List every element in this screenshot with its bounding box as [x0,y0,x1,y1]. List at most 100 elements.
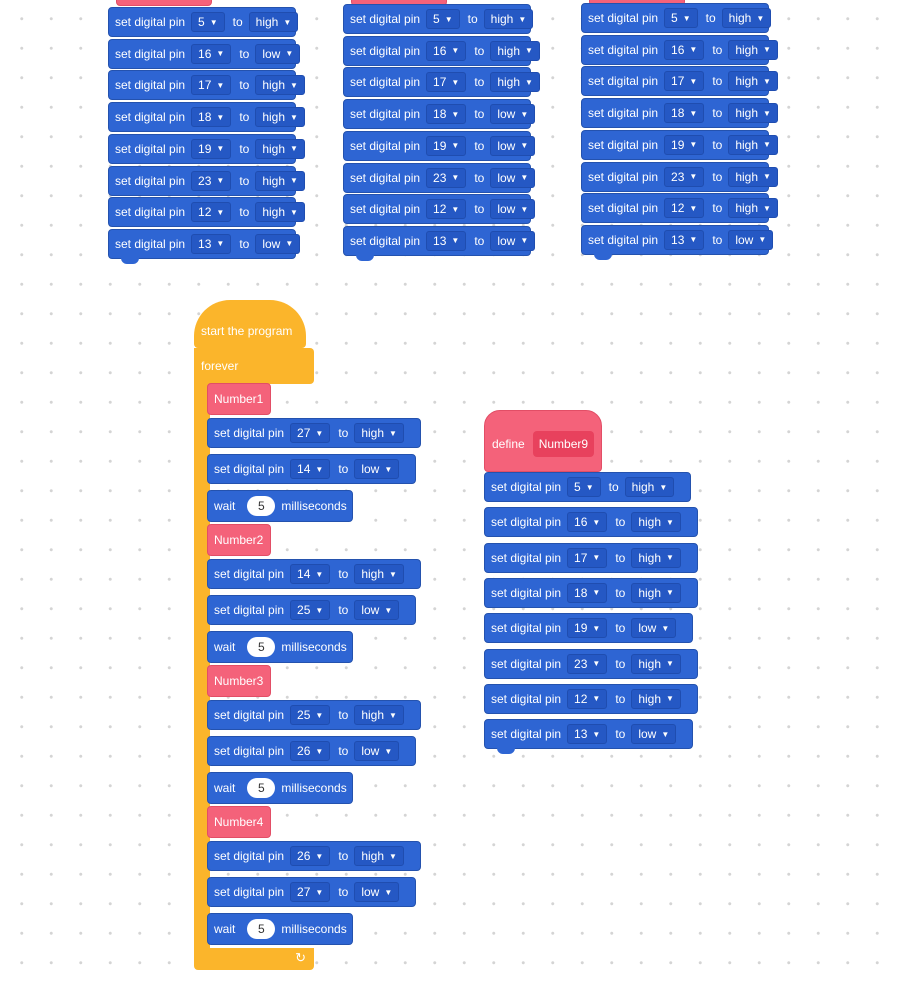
level-dropdown[interactable]: high▼ [631,512,681,533]
level-dropdown[interactable]: high▼ [728,71,778,92]
pin-dropdown[interactable]: 12▼ [567,688,608,709]
procedure-call-block[interactable]: Number3 [207,665,271,697]
pin-dropdown[interactable]: 19▼ [567,618,608,639]
pin-dropdown[interactable]: 16▼ [426,40,467,61]
define-name-field[interactable]: Number9 [532,431,595,457]
pin-dropdown[interactable]: 17▼ [664,71,705,92]
pin-dropdown[interactable]: 17▼ [567,547,608,568]
level-dropdown[interactable]: high▼ [728,166,778,187]
start-program-hat-block[interactable]: start the program [194,300,306,348]
wait-duration-input[interactable]: 5 [247,637,276,657]
level-dropdown[interactable]: high▼ [255,170,305,191]
procedure-call-block[interactable]: Number4 [207,806,271,838]
level-dropdown[interactable]: low▼ [354,741,400,761]
level-dropdown[interactable]: high▼ [728,198,778,219]
level-dropdown[interactable]: high▼ [354,564,404,584]
level-dropdown[interactable]: low▼ [490,230,536,251]
pin-dropdown[interactable]: 18▼ [567,582,608,603]
level-dropdown[interactable]: high▼ [354,705,404,725]
pin-dropdown[interactable]: 16▼ [191,43,232,64]
pin-dropdown[interactable]: 13▼ [426,230,467,251]
wait-duration-input[interactable]: 5 [247,496,276,516]
pin-dropdown[interactable]: 23▼ [664,166,705,187]
procedure-call-block[interactable]: Number1 [207,383,271,415]
level-dropdown[interactable]: high▼ [624,477,675,497]
pin-dropdown[interactable]: 26▼ [290,741,331,761]
pin-dropdown[interactable]: 18▼ [664,103,705,124]
pin-dropdown[interactable]: 12▼ [426,199,467,220]
level-dropdown[interactable]: low▼ [490,167,536,188]
pin-dropdown[interactable]: 17▼ [191,75,232,96]
level-dropdown[interactable]: low▼ [354,882,400,902]
wait-duration-input[interactable]: 5 [247,919,276,939]
level-dropdown[interactable]: high▼ [255,107,305,128]
pin-dropdown[interactable]: 12▼ [191,202,232,223]
level-dropdown[interactable]: high▼ [255,138,305,159]
pin-dropdown[interactable]: 5▼ [567,477,601,497]
pin-dropdown[interactable]: 19▼ [664,134,705,155]
procedure-call-block[interactable]: Number2 [207,524,271,556]
level-dropdown[interactable]: high▼ [631,688,681,709]
level-dropdown[interactable]: high▼ [354,846,404,866]
pin-dropdown[interactable]: 5▼ [191,12,225,32]
pin-dropdown[interactable]: 13▼ [567,724,608,745]
level-dropdown[interactable]: low▼ [490,199,536,220]
level-dropdown[interactable]: high▼ [248,12,299,32]
pin-dropdown[interactable]: 14▼ [290,459,331,479]
level-dropdown[interactable]: high▼ [490,72,540,93]
pin-dropdown[interactable]: 16▼ [664,39,705,60]
level-dropdown[interactable]: low▼ [354,600,400,620]
pin-dropdown[interactable]: 25▼ [290,600,331,620]
pin-dropdown[interactable]: 27▼ [290,423,331,443]
pin-dropdown[interactable]: 12▼ [664,198,705,219]
pin-dropdown[interactable]: 16▼ [567,512,608,533]
forever-loop-block[interactable] [194,348,210,970]
level-dropdown[interactable]: high▼ [255,75,305,96]
pin-dropdown[interactable]: 14▼ [290,564,331,584]
pin-dropdown[interactable]: 17▼ [426,72,467,93]
pin-dropdown[interactable]: 26▼ [290,846,331,866]
level-dropdown[interactable]: high▼ [728,39,778,60]
level-dropdown[interactable]: high▼ [721,8,772,28]
pin-dropdown[interactable]: 19▼ [191,138,232,159]
level-dropdown[interactable]: low▼ [631,724,677,745]
pin-dropdown[interactable]: 23▼ [191,170,232,191]
pin-dropdown[interactable]: 23▼ [426,167,467,188]
level-dropdown[interactable]: high▼ [490,40,540,61]
level-dropdown[interactable]: high▼ [631,547,681,568]
level-dropdown[interactable]: low▼ [631,618,677,639]
level-dropdown[interactable]: low▼ [490,135,536,156]
